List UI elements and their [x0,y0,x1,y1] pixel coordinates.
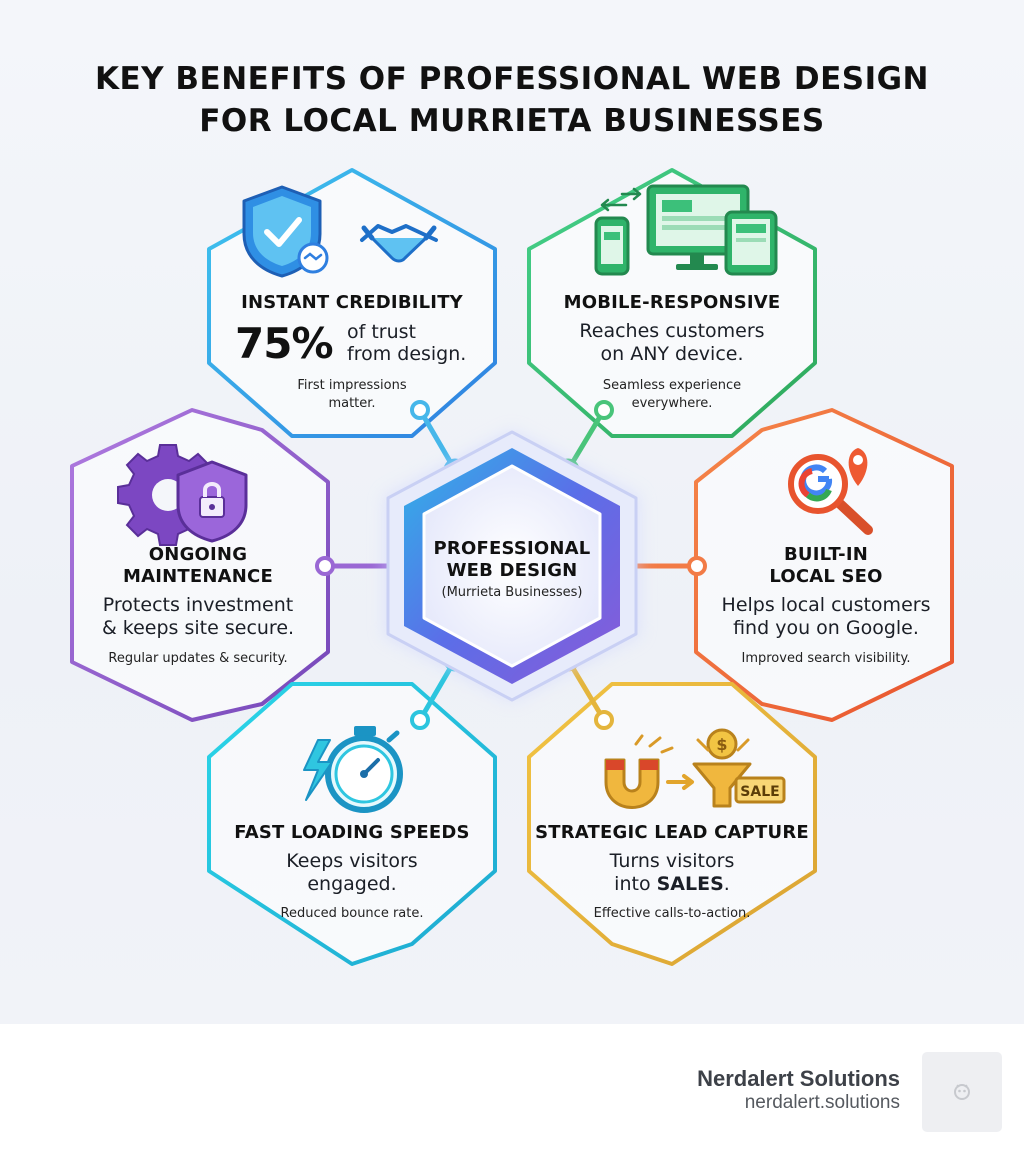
maintenance-note: Regular updates & security. [108,651,288,666]
seo-title-1: BUILT-IN [784,544,868,565]
funnel-icon: SALE [692,762,786,808]
brand-url[interactable]: nerdalert.solutions [744,1092,900,1113]
mobile-note-1: Seamless experience [602,378,742,393]
hex-speed [207,682,497,966]
arrow-icon [666,774,694,790]
maintenance-title-1: ONGOING [148,544,248,565]
leads-body-2-emphasis: SALES [656,873,724,895]
leads-body-1: Turns visitors [609,850,735,872]
shield-check-icon [242,185,329,278]
speed-title: FAST LOADING SPEEDS [234,822,470,843]
lightning-icon [303,739,333,801]
speed-note: Reduced bounce rate. [280,906,424,921]
title-line-1: KEY BENEFITS OF PROFESSIONAL WEB DESIGN [94,61,930,97]
mobile-body-2: on ANY device. [600,343,744,365]
mobile-title: MOBILE-RESPONSIVE [563,292,781,313]
map-pin-icon [848,448,868,486]
credibility-stat-text-1: of trust [347,321,417,343]
leads-title: STRATEGIC LEAD CAPTURE [535,822,809,843]
speed-body-1: Keeps visitors [286,850,418,872]
seo-body-2: find you on Google. [733,617,919,639]
maintenance-body-2: & keeps site secure. [101,617,295,639]
title-line-2: FOR LOCAL MURRIETA BUSINESSES [199,103,825,139]
center-subtitle: (Murrieta Businesses) [441,585,583,600]
credibility-stat-text-2: from design. [347,343,467,365]
leads-body-2-suffix: . [723,873,730,895]
handshake-icon [360,224,438,263]
maintenance-body-1: Protects investment [102,594,294,616]
seo-title-2: LOCAL SEO [769,566,883,587]
leads-body-2: into SALES. [542,873,802,896]
seo-body-1: Helps local customers [721,594,931,616]
hex-seo [694,408,954,722]
google-search-icon [788,454,873,535]
leads-body-2-prefix: into [614,873,657,895]
brand-name: Nerdalert Solutions [697,1066,900,1091]
credibility-note-1: First impressions [297,378,407,393]
shield-lock-icon [176,460,248,543]
mobile-body-1: Reaches customers [579,320,765,342]
stopwatch-icon [325,726,403,813]
center-hexagon [384,430,640,702]
credibility-title: INSTANT CREDIBILITY [241,292,463,313]
devices-icon [594,184,778,276]
page-title: KEY BENEFITS OF PROFESSIONAL WEB DESIGN … [0,58,1024,142]
credibility-stat: 75% [235,319,334,368]
center-title-line-2: WEB DESIGN [446,560,578,581]
speed-body-2: engaged. [307,873,397,895]
center-title-line-1: PROFESSIONAL [433,538,591,559]
seo-note: Improved search visibility. [741,651,911,666]
credibility-note-2: matter. [328,396,376,411]
magnet-icon [604,734,674,809]
benefits-diagram: $ SALE [70,168,954,966]
brand-logo-icon [954,1084,970,1100]
brand-logo [922,1052,1002,1132]
leads-note: Effective calls-to-action. [593,906,751,921]
mobile-note-2: everywhere. [631,396,713,411]
footer: Nerdalert Solutions nerdalert.solutions [0,1024,1024,1154]
sale-label: SALE [740,784,779,800]
maintenance-title-2: MAINTENANCE [123,566,273,587]
coin-icon: $ [696,728,750,760]
hex-leads [527,682,817,966]
svg-text:$: $ [716,735,727,754]
